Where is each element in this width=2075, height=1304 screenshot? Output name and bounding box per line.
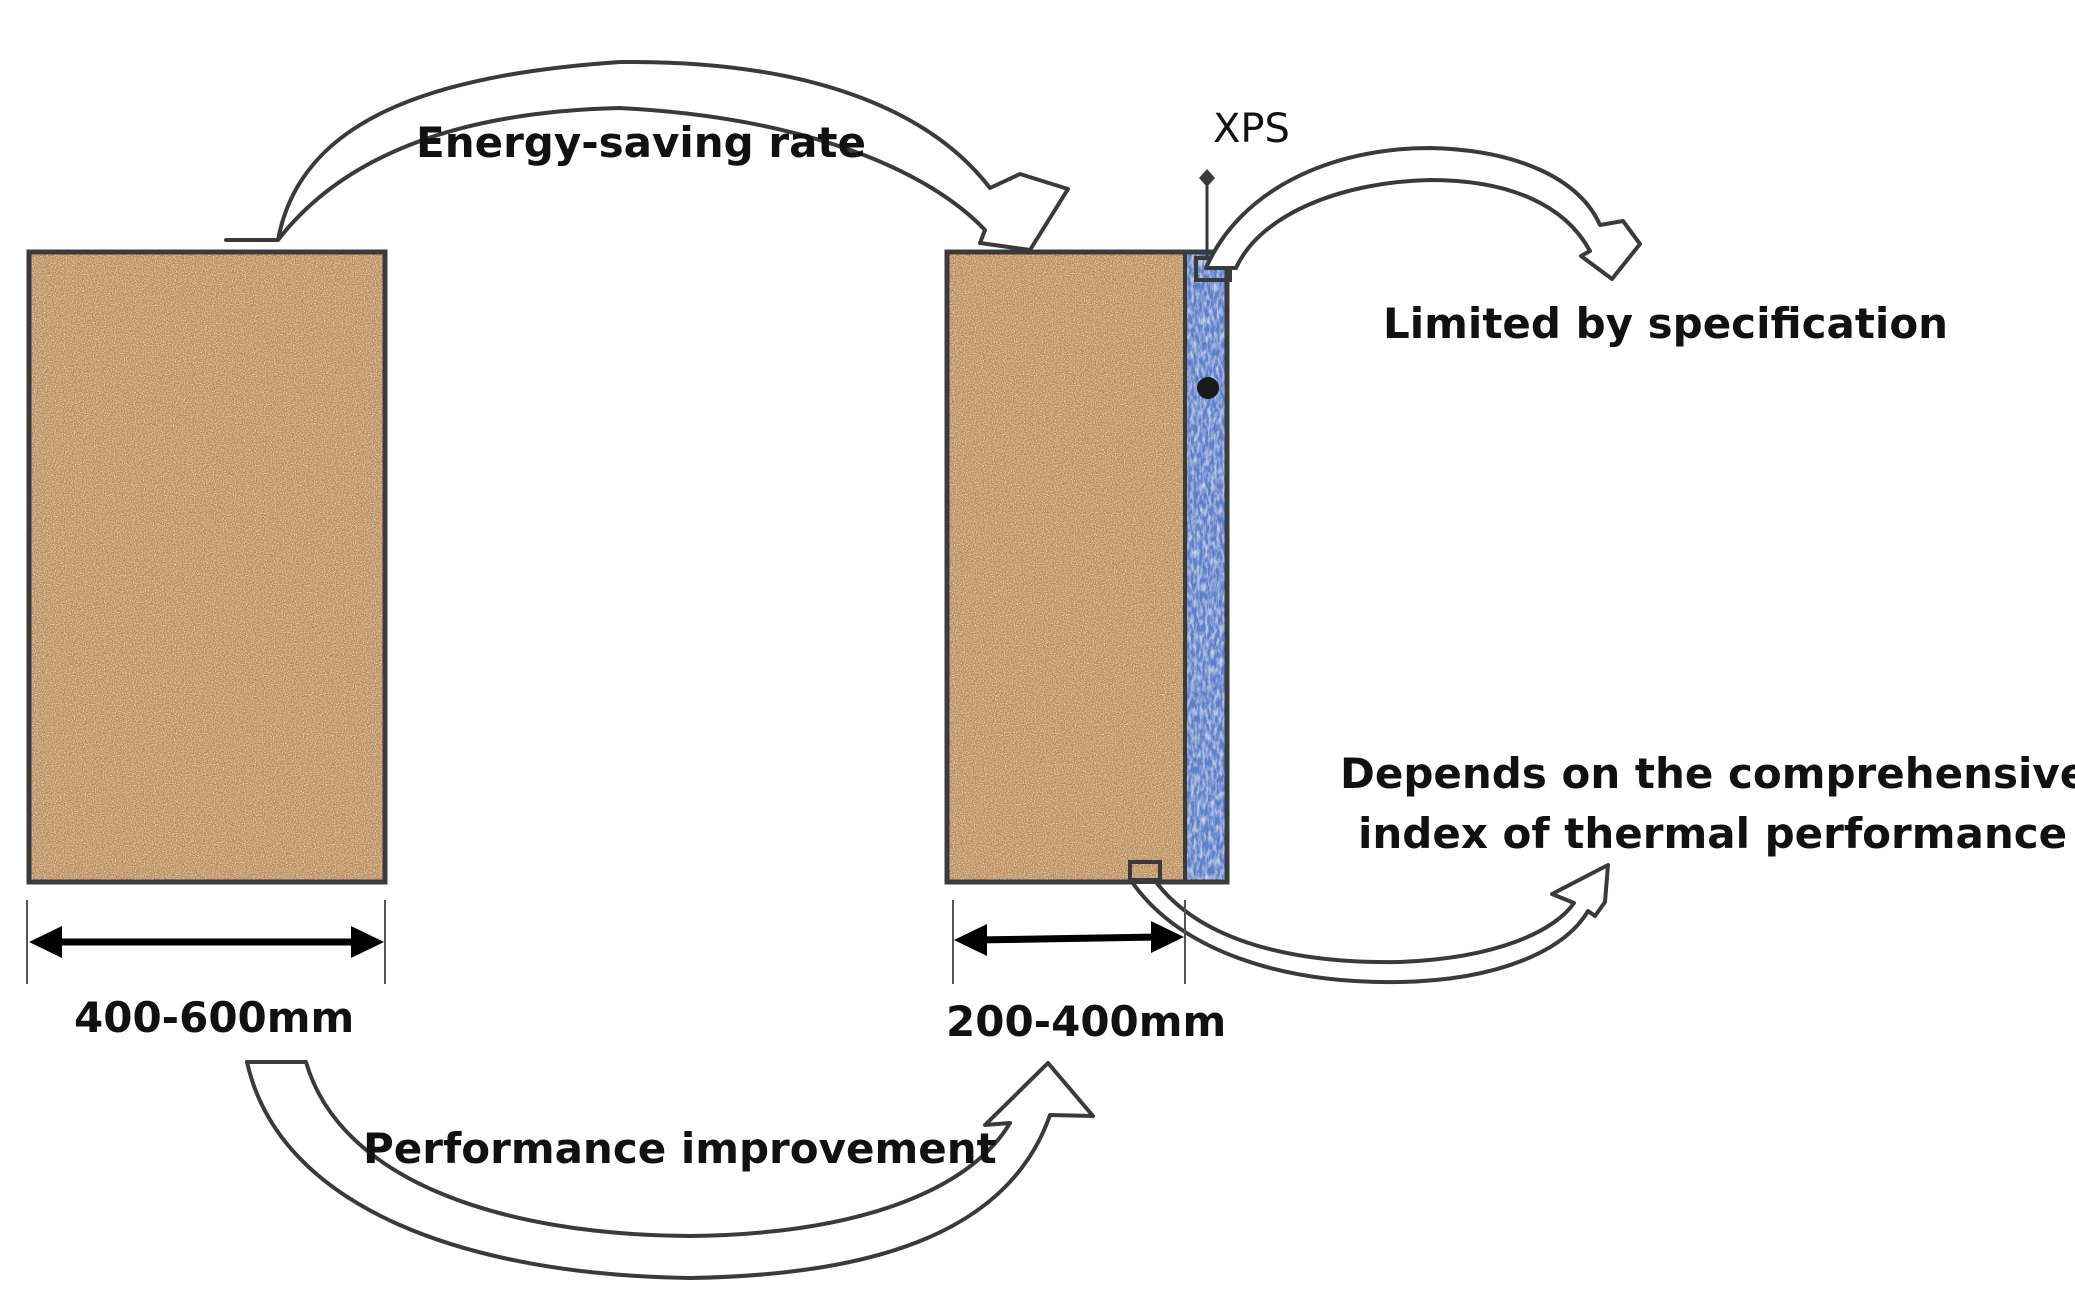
energy-saving-rate-label: Energy-saving rate [416, 118, 866, 167]
xps-label: XPS [1213, 106, 1290, 152]
thick-wall [26, 249, 388, 885]
limited-by-specification-label: Limited by specification [1383, 299, 1948, 348]
dimension-right-label: 200-400mm [946, 997, 1226, 1046]
double-headed-arrow-icon [954, 924, 987, 956]
depends-label-line2: index of thermal performance [1358, 809, 2067, 858]
dimension-left-label: 400-600mm [74, 993, 354, 1042]
insulated-wall [944, 249, 1232, 885]
double-headed-arrow-icon [29, 926, 62, 958]
depends-label-line1: Depends on the comprehensive [1340, 749, 2075, 798]
curved-hollow-arrow-icon [1204, 146, 1642, 281]
dimension-right [952, 900, 1186, 984]
performance-improvement-label: Performance improvement [363, 1124, 997, 1173]
curved-hollow-arrow-icon [245, 1060, 1095, 1280]
thin-wall-body [947, 252, 1185, 882]
dimension-left [26, 900, 386, 984]
pin-pointer-icon [1197, 169, 1219, 399]
thick-wall-border [26, 249, 388, 885]
thin-wall-border [944, 249, 1230, 885]
curved-hollow-arrow-icon [1130, 863, 1610, 985]
xps-layer [1185, 252, 1227, 882]
curved-hollow-arrow-icon [224, 59, 1070, 252]
thick-wall-body [29, 252, 385, 882]
